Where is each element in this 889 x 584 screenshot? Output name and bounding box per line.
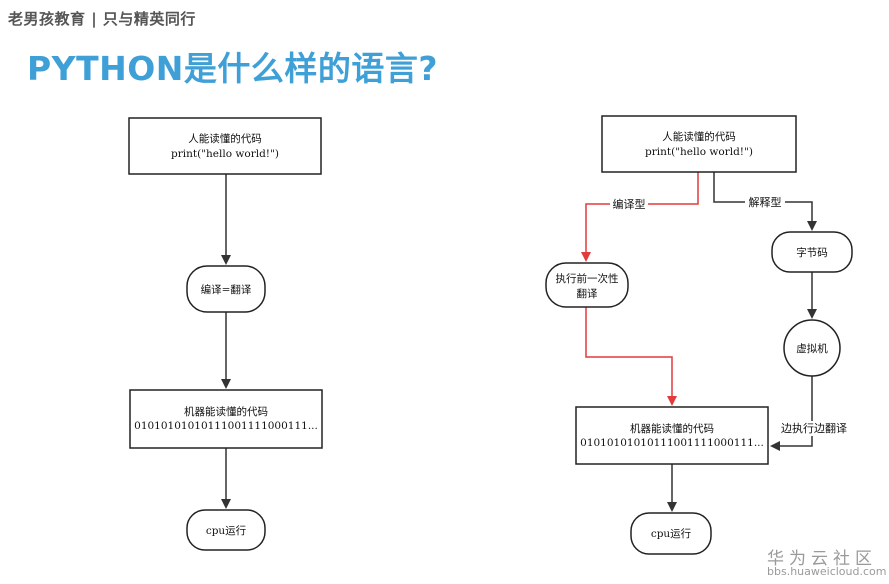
bytecode-label: 字节码: [796, 246, 828, 259]
watermark-en: bbs.huaweicloud.com: [767, 565, 887, 578]
left-compile-node: [186, 265, 266, 313]
vm-node: [783, 319, 841, 377]
interpreted-label-bg: [745, 195, 785, 209]
page-title: PYTHON是什么样的语言?: [27, 49, 439, 88]
translate-once-line2: 翻译: [577, 287, 598, 300]
left-cpu-label: cpu运行: [206, 524, 247, 537]
right-edge-translate-once-machine: [585, 307, 677, 406]
left-source-code-label: 人能读懂的代码: [188, 132, 262, 145]
right-cpu-node: [630, 512, 712, 555]
left-source-code-box: [128, 117, 322, 175]
right-machine-code-sample: 01010101010111001111000111...: [580, 437, 764, 449]
left-flowchart: 人能读懂的代码 print("hello world!") 编译=翻译 机器能读…: [128, 117, 323, 551]
right-source-code-box: [601, 115, 797, 173]
right-machine-code-label: 机器能读懂的代码: [630, 422, 714, 435]
brand-slogan: 老男孩教育 | 只与精英同行: [8, 10, 196, 28]
compiled-type-label: 编译型: [613, 197, 646, 211]
exec-translate-label: 边执行边翻译: [781, 421, 847, 435]
right-cpu-label: cpu运行: [651, 527, 692, 540]
right-machine-code-box: [575, 406, 769, 465]
translate-once-node: [545, 262, 629, 308]
watermark-cn: 华为云社区: [767, 549, 877, 569]
interpreted-type-label: 解释型: [749, 195, 782, 209]
compiled-label-bg: [610, 197, 648, 211]
translate-once-line1: 执行前一次性: [556, 272, 619, 285]
right-edge-vm-machine: [770, 376, 813, 451]
right-flowchart: 编译型 解释型 边执行边翻译 人能读懂的代码 print("hello worl…: [545, 115, 853, 555]
exec-translate-label-bg: [779, 421, 849, 436]
left-machine-code-label: 机器能读懂的代码: [184, 405, 268, 418]
right-source-code-sample: print("hello world!"): [645, 146, 753, 158]
vm-label: 虚拟机: [796, 342, 828, 355]
left-compile-label: 编译=翻译: [201, 283, 252, 296]
left-cpu-node: [186, 509, 266, 551]
right-edge-source-translate-once: [581, 172, 699, 262]
left-source-code-sample: print("hello world!"): [171, 148, 279, 160]
right-source-code-label: 人能读懂的代码: [662, 130, 736, 143]
left-machine-code-box: [129, 389, 323, 449]
bytecode-node: [771, 231, 853, 273]
left-machine-code-sample: 01010101010111001111000111...: [134, 420, 318, 432]
